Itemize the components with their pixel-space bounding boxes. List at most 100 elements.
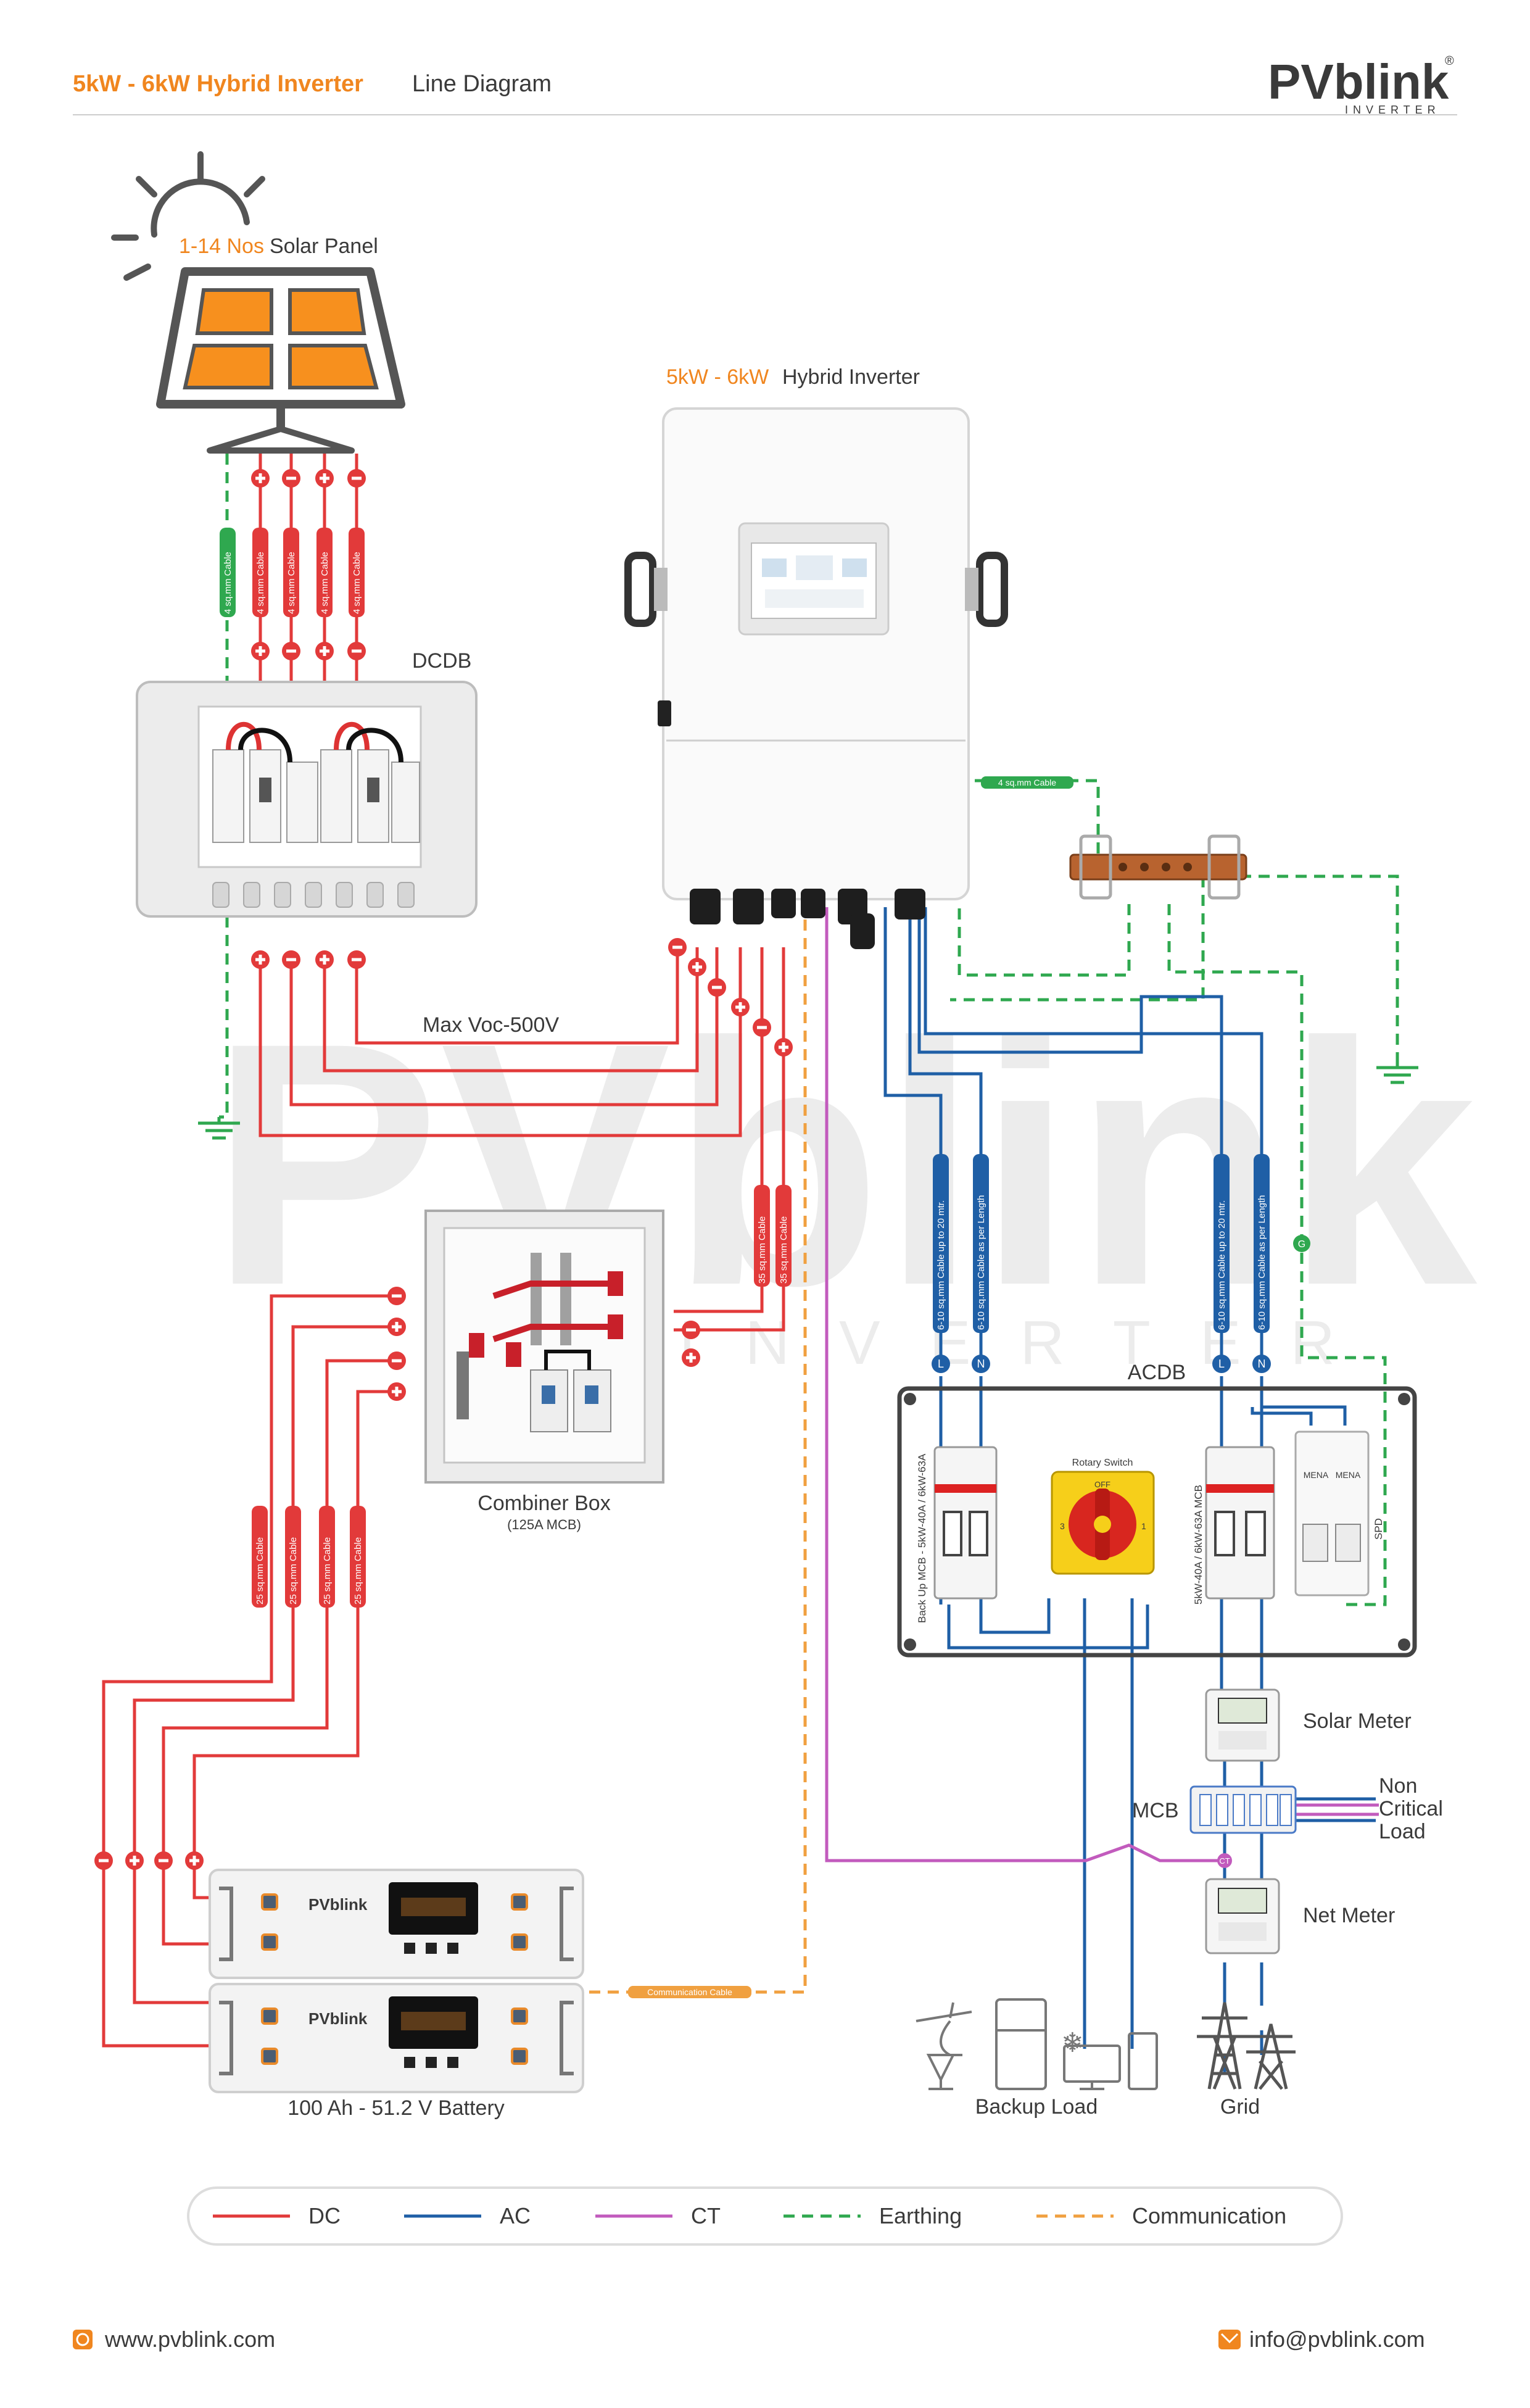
battery-25mm-label-1: 25 sq.mm Cable bbox=[255, 1537, 265, 1605]
combiner-label: Combiner Box bbox=[478, 1492, 610, 1515]
node-l-1: L bbox=[938, 1358, 944, 1370]
legend-label-communication: Communication bbox=[1132, 2203, 1286, 2228]
inverter-title-rest: Hybrid Inverter bbox=[782, 365, 920, 389]
lamp-icon bbox=[926, 2054, 956, 2090]
ac-cable-tags: 6-10 sq.mm Cable up to 20 mtr. 6-10 sq.m… bbox=[933, 1154, 1270, 1333]
combiner-sublabel: (125A MCB) bbox=[507, 1517, 581, 1532]
inverter-title-highlight: 5kW - 6kW bbox=[666, 365, 769, 389]
ac-cable-tag-1-label: 6-10 sq.mm Cable up to 20 mtr. bbox=[936, 1200, 946, 1330]
hybrid-inverter: 5kW - 6kW Hybrid Inverter bbox=[624, 365, 1008, 949]
ct-sensor bbox=[1217, 1853, 1232, 1868]
battery-cable-label-2: 35 sq.mm Cable bbox=[779, 1216, 789, 1284]
battery-unit-2: PVblink bbox=[209, 1983, 584, 2093]
dcdb-box: DCDB bbox=[136, 649, 478, 918]
battery-25mm-label-2: 25 sq.mm Cable bbox=[288, 1537, 299, 1605]
ct-sensor-label: CT bbox=[1219, 1856, 1230, 1866]
web-icon bbox=[73, 2330, 93, 2349]
ac-cable-tag-3-label: 6-10 sq.mm Cable up to 20 mtr. bbox=[1217, 1200, 1227, 1330]
rotary-pos-1: 1 bbox=[1141, 1521, 1146, 1531]
legend-label-earthing: Earthing bbox=[879, 2203, 962, 2228]
page-title-rest: Line Diagram bbox=[412, 71, 552, 97]
fridge-icon bbox=[995, 1998, 1047, 2090]
footer-website[interactable]: www.pvblink.com bbox=[104, 2327, 275, 2352]
earthing-busbar bbox=[1069, 834, 1247, 900]
combiner-box: Combiner Box (125A MCB) bbox=[424, 1210, 664, 1532]
backup-mcb-label: Back Up MCB - 5kW-40A / 6kW-63A bbox=[916, 1453, 928, 1623]
non-critical-line-2: Critical bbox=[1379, 1797, 1443, 1821]
backup-load-icons: ❄ bbox=[916, 1998, 1158, 2090]
cable-tag-2-label: 4 sq.mm Cable bbox=[286, 552, 297, 614]
mcb-row: MCB bbox=[1132, 1785, 1297, 1834]
email-icon bbox=[1218, 2330, 1241, 2349]
brand-logo: PVblink INVERTER ® bbox=[1268, 54, 1454, 116]
spd-label: SPD bbox=[1373, 1518, 1384, 1540]
ground-cable-label: 4 sq.mm Cable bbox=[998, 778, 1056, 787]
sun-icon bbox=[111, 151, 265, 281]
ac-cable-tag-4-label: 6-10 sq.mm Cable as per Length bbox=[1257, 1195, 1267, 1330]
net-meter-label: Net Meter bbox=[1303, 1904, 1395, 1927]
legend-label-ct: CT bbox=[691, 2203, 721, 2228]
spd-brand-1: MENA bbox=[1304, 1470, 1329, 1480]
ct-wiring bbox=[825, 907, 1379, 1862]
header: 5kW - 6kW Hybrid Inverter Line Diagram P… bbox=[73, 54, 1457, 116]
max-voc-label: Max Voc-500V bbox=[423, 1013, 559, 1037]
solar-panel-icon bbox=[156, 267, 405, 454]
battery-25mm-label-3: 25 sq.mm Cable bbox=[322, 1537, 333, 1605]
grid-label: Grid bbox=[1220, 2095, 1260, 2119]
footer: www.pvblink.com info@pvblink.com bbox=[73, 2327, 1425, 2352]
battery-unit-1: PVblink bbox=[209, 1869, 584, 1979]
backup-load-label: Backup Load bbox=[975, 2095, 1098, 2119]
communication-cable-label: Communication Cable bbox=[647, 1987, 732, 1997]
net-meter: Net Meter bbox=[1205, 1878, 1395, 1954]
dcdb-label: DCDB bbox=[412, 649, 471, 673]
battery-label: 100 Ah - 51.2 V Battery bbox=[287, 2096, 505, 2120]
grid-mcb-label: 5kW-40A / 6kW-63A MCB bbox=[1193, 1485, 1204, 1605]
earth-node-label: G bbox=[1298, 1239, 1305, 1250]
battery-25mm-tags: 25 sq.mm Cable 25 sq.mm Cable 25 sq.mm C… bbox=[252, 1506, 366, 1608]
battery-cable-tag-1 bbox=[754, 1185, 770, 1287]
brand-logo-text: PVblink bbox=[1268, 54, 1449, 109]
solar-meter: Solar Meter bbox=[1205, 1688, 1412, 1762]
registered-mark: ® bbox=[1445, 54, 1454, 68]
solar-count-rest: Solar Panel bbox=[270, 235, 378, 258]
cable-tag-4-label: 4 sq.mm Cable bbox=[352, 552, 362, 614]
battery-1-brand: PVblink bbox=[308, 1895, 368, 1914]
cable-tag-2 bbox=[283, 528, 299, 617]
cable-tag-earth-label: 4 sq.mm Cable bbox=[223, 552, 233, 614]
non-critical-line-3: Load bbox=[1379, 1820, 1426, 1843]
battery-25mm-label-4: 25 sq.mm Cable bbox=[353, 1537, 363, 1605]
cable-tag-earth bbox=[220, 528, 236, 617]
spd-brand-2: MENA bbox=[1336, 1470, 1361, 1480]
page-title-highlight: 5kW - 6kW Hybrid Inverter bbox=[73, 71, 363, 97]
non-critical-line-1: Non bbox=[1379, 1774, 1417, 1798]
node-n-2: N bbox=[1258, 1358, 1266, 1370]
battery-cable-label-1: 35 sq.mm Cable bbox=[757, 1216, 767, 1284]
solar-panel-group: 1-14 Nos Solar Panel bbox=[111, 151, 405, 454]
solar-meter-label: Solar Meter bbox=[1303, 1709, 1412, 1733]
legend-label-dc: DC bbox=[308, 2203, 341, 2228]
brand-logo-sub: INVERTER bbox=[1345, 104, 1441, 116]
acdb-label: ACDB bbox=[1128, 1361, 1186, 1384]
solar-count-highlight: 1-14 Nos bbox=[179, 235, 264, 258]
inverter-ports bbox=[690, 889, 925, 949]
solar-cable-tags: 4 sq.mm Cable 4 sq.mm Cable 4 sq.mm Cabl… bbox=[220, 528, 365, 617]
mcb-label: MCB bbox=[1132, 1799, 1179, 1822]
acdb-box: ACDB Back Up MCB - 5kW-40A / 6kW-63A Rot… bbox=[897, 1361, 1417, 1658]
node-n-1: N bbox=[977, 1358, 985, 1370]
grid-tower-icon bbox=[1197, 2002, 1296, 2090]
footer-email[interactable]: info@pvblink.com bbox=[1249, 2327, 1425, 2352]
earth-node-g bbox=[1293, 1235, 1310, 1252]
cable-tag-1 bbox=[252, 528, 268, 617]
node-l-2: L bbox=[1218, 1358, 1225, 1370]
cable-tag-3-label: 4 sq.mm Cable bbox=[320, 552, 330, 614]
cable-tag-3 bbox=[316, 528, 333, 617]
cable-tag-1-label: 4 sq.mm Cable bbox=[255, 552, 266, 614]
watermark: PVblink INVERTER bbox=[210, 971, 1479, 1377]
rotary-label: Rotary Switch bbox=[1072, 1458, 1133, 1468]
battery-2-brand: PVblink bbox=[308, 2009, 368, 2028]
ac-node-badges: L N L N bbox=[932, 1355, 1271, 1373]
rotary-pos-3: 3 bbox=[1060, 1521, 1065, 1531]
